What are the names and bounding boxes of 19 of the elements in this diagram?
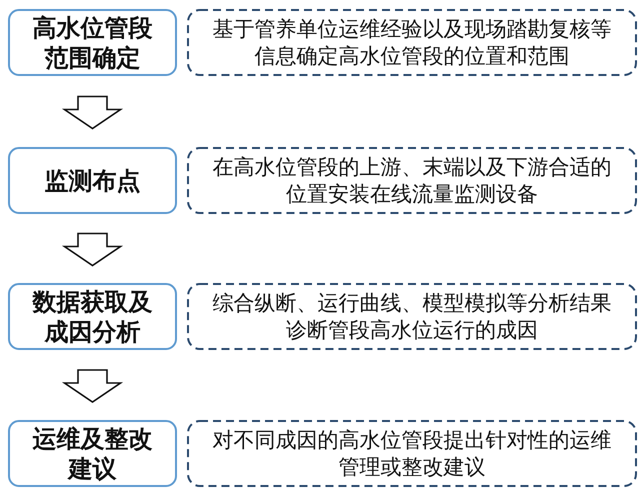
block-arrow	[62, 96, 124, 130]
process-box	[8, 147, 177, 214]
step-title: 数据获取及成因分析	[31, 286, 154, 346]
process-box	[8, 9, 177, 76]
step-description: 基于管养单位运维经验以及现场踏勘复核等信息确定高水位管段的位置和范围	[212, 16, 612, 70]
step-title: 高水位管段范围确定	[32, 12, 154, 72]
step-description: 对不同成因的高水位管段提出针对性的运维管理或整改建议	[212, 426, 612, 480]
process-box	[8, 420, 177, 487]
step-title: 监测布点	[44, 166, 140, 196]
description-box	[187, 420, 637, 487]
description-box	[187, 283, 637, 350]
block-arrow	[62, 232, 124, 266]
step-description: 综合纵断、运行曲线、模型模拟等分析结果诊断管段高水位运行的成因	[212, 290, 612, 344]
step-description: 在高水位管段的上游、末端以及下游合适的位置安装在线流量监测设备	[212, 154, 612, 208]
block-arrow	[62, 369, 124, 403]
description-box	[187, 147, 637, 214]
step-title: 运维及整改建议	[32, 424, 154, 484]
process-box	[8, 283, 177, 350]
description-box	[187, 9, 637, 76]
